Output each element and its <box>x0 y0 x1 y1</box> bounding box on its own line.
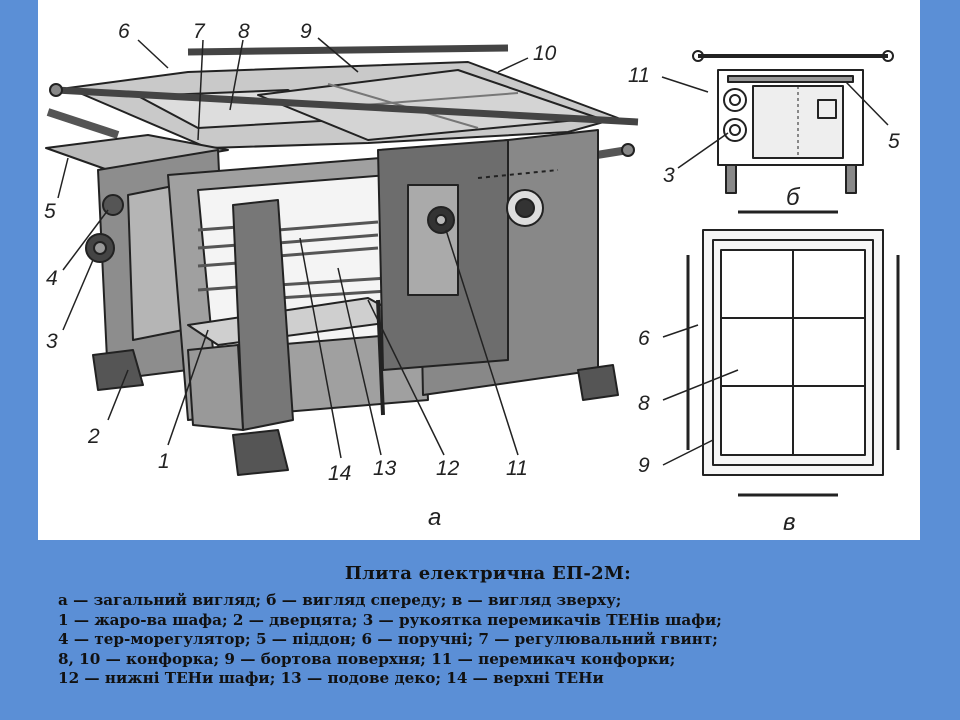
front-knob-upper <box>723 88 747 112</box>
top-view <box>686 210 900 497</box>
oven-door <box>232 199 294 431</box>
caption-title: Плита електрична ЕП-2М: <box>344 563 632 584</box>
label-top-9: 9 <box>638 454 650 477</box>
caption-line-5: 12 — нижні ТЕНи шафи; 13 — подове деко; … <box>58 669 604 687</box>
label-8: 8 <box>238 20 250 43</box>
label-5: 5 <box>44 200 56 223</box>
label-9: 9 <box>300 20 312 43</box>
label-4: 4 <box>46 267 58 290</box>
caption-line-4: 8, 10 — конфорка; 9 — бортова поверхня; … <box>58 649 676 668</box>
label-14: 14 <box>328 462 351 485</box>
label-front-11: 11 <box>628 64 650 87</box>
label-3: 3 <box>46 330 58 353</box>
label-13: 13 <box>373 457 397 480</box>
view-letter-b: б <box>786 184 801 211</box>
stove-drawing: 6 7 8 9 10 5 4 3 2 1 14 13 12 11 а 11 3 … <box>44 20 900 536</box>
label-front-3: 3 <box>663 164 675 187</box>
label-6: 6 <box>118 20 130 43</box>
view-letter-a: а <box>428 504 441 531</box>
lower-heating-elements <box>277 276 389 287</box>
caption: Плита електрична ЕП-2М: а — загальний ви… <box>58 563 918 689</box>
caption-line-2: 1 — жаро-ва шафа; 2 — дверцята; 3 — руко… <box>58 610 722 629</box>
label-2: 2 <box>87 425 100 448</box>
front-knob-lower <box>723 118 747 142</box>
label-10: 10 <box>533 42 557 65</box>
label-1: 1 <box>158 450 170 473</box>
label-top-8: 8 <box>638 392 650 415</box>
label-top-6: 6 <box>638 327 650 350</box>
front-view <box>692 50 894 194</box>
drip-tray <box>45 134 229 171</box>
view-letter-v: в <box>783 509 796 536</box>
caption-line-1: а — загальний вигляд; б — вигляд спереду… <box>58 591 622 609</box>
caption-line-3: 4 — тер-морегулятор; 5 — піддон; 6 — пор… <box>58 630 718 648</box>
illustration-panel: 6 7 8 9 10 5 4 3 2 1 14 13 12 11 а 11 3 … <box>38 0 920 540</box>
label-12: 12 <box>436 457 460 480</box>
upper-heating-elements <box>277 220 379 232</box>
label-11: 11 <box>506 457 528 480</box>
handrail <box>55 86 639 126</box>
leg <box>92 349 144 391</box>
leader-lines <box>57 37 889 466</box>
label-7: 7 <box>193 20 206 43</box>
label-front-5: 5 <box>888 130 900 153</box>
main-view <box>45 44 639 476</box>
